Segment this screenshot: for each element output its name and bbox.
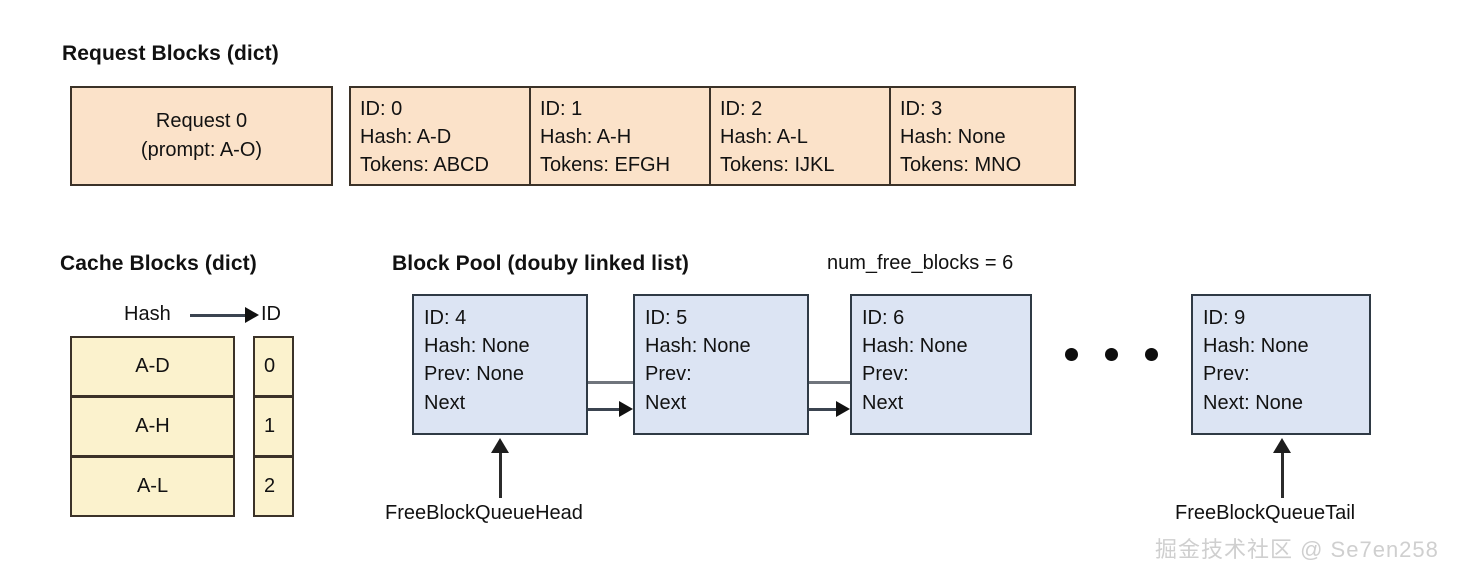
cache-row-hash-2-value: A-L	[136, 475, 169, 497]
request-block-1-tokens: Tokens: EFGH	[540, 154, 671, 176]
block-pool-title: Block Pool (douby linked list)	[392, 252, 690, 275]
request-block-0-id: ID: 0	[360, 98, 403, 120]
request-block-3-tokens: Tokens: MNO	[900, 154, 1022, 176]
watermark: 掘金技术社区 @ Se7en258	[1155, 537, 1439, 562]
pool-block-5-prev: Prev:	[645, 363, 692, 386]
request-block-2: ID: 2 Hash: A-L Tokens: IJKL	[709, 86, 891, 186]
request-block-2-hash: Hash: A-L	[720, 126, 808, 148]
pool-block-9-prev: Prev:	[1203, 363, 1250, 386]
request-block-1: ID: 1 Hash: A-H Tokens: EFGH	[529, 86, 711, 186]
pool-block-9-next: Next: None	[1203, 391, 1304, 414]
pool-block-6: ID: 6 Hash: None Prev: Next	[850, 294, 1032, 435]
cache-blocks-title: Cache Blocks (dict)	[60, 252, 257, 275]
ellipsis-dot-3	[1145, 348, 1158, 361]
pool-block-5: ID: 5 Hash: None Prev: Next	[633, 294, 809, 435]
cache-row-id-2: 2	[253, 456, 294, 517]
ellipsis-dot-1	[1065, 348, 1078, 361]
request-block-3: ID: 3 Hash: None Tokens: MNO	[889, 86, 1076, 186]
num-free-blocks-label: num_free_blocks = 6	[827, 252, 1014, 274]
pool-block-4-id: ID: 4	[424, 307, 467, 329]
request-block-0: ID: 0 Hash: A-D Tokens: ABCD	[349, 86, 531, 186]
cache-row-id-2-value: 2	[264, 475, 276, 497]
request-block-3-hash: Hash: None	[900, 126, 1006, 148]
request-0-name: Request 0	[155, 110, 248, 132]
prev-line-6-to-5	[787, 381, 907, 384]
pool-block-4-next: Next	[424, 391, 466, 414]
pool-block-4-hash: Hash: None	[424, 335, 530, 358]
head-pointer-arrow	[491, 438, 509, 453]
pool-block-6-hash: Hash: None	[862, 335, 968, 358]
head-pointer-line	[499, 452, 502, 498]
request-blocks-title: Request Blocks (dict)	[62, 42, 279, 65]
cache-row-hash-2: A-L	[70, 456, 235, 517]
pool-block-5-hash: Hash: None	[645, 335, 751, 358]
next-arrow-5-to-6	[836, 401, 850, 417]
tail-pointer-line	[1281, 452, 1284, 498]
cache-header-id: ID	[261, 303, 281, 325]
request-block-1-hash: Hash: A-H	[540, 126, 632, 148]
cache-row-id-1: 1	[253, 396, 294, 457]
request-block-3-id: ID: 3	[900, 98, 943, 120]
pool-block-9-hash: Hash: None	[1203, 335, 1309, 358]
pool-block-5-id: ID: 5	[645, 307, 688, 329]
pool-block-4-prev: Prev: None	[424, 363, 525, 386]
cache-row-hash-1-value: A-H	[135, 415, 170, 437]
hash-to-id-arrow-line	[190, 314, 248, 317]
hash-to-id-arrow-head	[245, 307, 259, 323]
pool-block-6-next: Next	[862, 391, 904, 414]
free-block-queue-tail-label: FreeBlockQueueTail	[1175, 502, 1356, 524]
request-block-1-id: ID: 1	[540, 98, 583, 120]
cache-row-id-0-value: 0	[264, 355, 276, 377]
next-arrow-4-to-5	[619, 401, 633, 417]
pool-block-9: ID: 9 Hash: None Prev: Next: None	[1191, 294, 1371, 435]
cache-row-hash-0: A-D	[70, 336, 235, 397]
prev-line-5-to-4	[565, 381, 685, 384]
request-block-0-tokens: Tokens: ABCD	[360, 154, 489, 176]
pool-block-5-next: Next	[645, 391, 687, 414]
cache-row-id-1-value: 1	[264, 415, 276, 437]
ellipsis-dot-2	[1105, 348, 1118, 361]
pool-block-6-id: ID: 6	[862, 307, 905, 329]
pool-block-6-prev: Prev:	[862, 363, 909, 386]
tail-pointer-arrow	[1273, 438, 1291, 453]
cache-header-hash: Hash	[124, 303, 171, 325]
request-0-prompt: (prompt: A-O)	[140, 139, 263, 161]
cache-row-hash-0-value: A-D	[135, 355, 170, 377]
cache-row-hash-1: A-H	[70, 396, 235, 457]
request-block-0-hash: Hash: A-D	[360, 126, 452, 148]
free-block-queue-head-label: FreeBlockQueueHead	[385, 502, 583, 524]
pool-block-9-id: ID: 9	[1203, 307, 1246, 329]
request-block-2-tokens: Tokens: IJKL	[720, 154, 835, 176]
cache-row-id-0: 0	[253, 336, 294, 397]
request-block-2-id: ID: 2	[720, 98, 763, 120]
pool-block-4: ID: 4 Hash: None Prev: None Next	[412, 294, 588, 435]
request-0-box: Request 0 (prompt: A-O)	[70, 86, 333, 186]
